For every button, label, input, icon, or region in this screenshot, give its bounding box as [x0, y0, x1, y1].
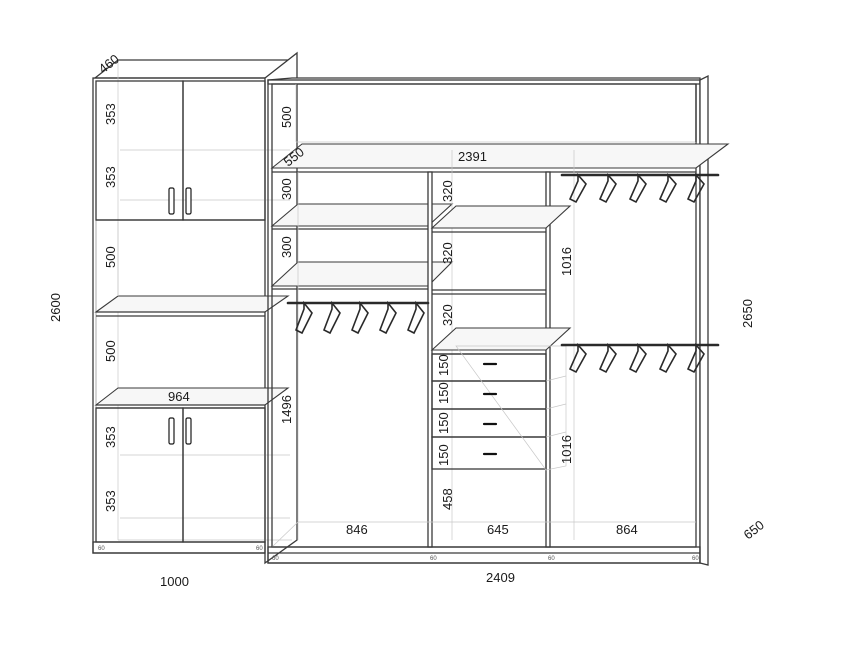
- hanger-icon: [378, 300, 397, 335]
- dim-drawer3: 150: [436, 412, 451, 434]
- drawer[interactable]: [431, 436, 547, 470]
- clothes-rail-left: [286, 300, 430, 335]
- hanger-icon: [628, 342, 647, 374]
- hanger-icon: [568, 342, 587, 374]
- hanger-icon: [658, 172, 677, 204]
- dim-right-sec3-width: 864: [616, 522, 638, 537]
- clothes-rail-right-upper: [560, 172, 720, 204]
- mid-shelf-3: [430, 327, 572, 351]
- dim-mid-width: 645: [487, 522, 509, 537]
- hanger-icon: [686, 342, 705, 374]
- dim-right-top-height: 500: [279, 106, 294, 128]
- dim-drawer2: 150: [436, 382, 451, 404]
- hanger-icon: [568, 172, 587, 204]
- hanger-icon: [406, 300, 425, 335]
- dim-right-total-width: 2409: [486, 570, 515, 585]
- dim-left-h2: 353: [103, 166, 118, 188]
- plinth-mark: 60: [256, 546, 263, 552]
- clothes-rail-right-lower: [560, 342, 720, 374]
- right-shelf-2: [270, 261, 454, 287]
- left-plinth: [92, 541, 266, 554]
- dim-right-total-depth: 650: [741, 517, 767, 542]
- hanger-icon: [598, 172, 617, 204]
- hanger-icon: [628, 172, 647, 204]
- right-shelf-1: [270, 203, 454, 227]
- dim-left-h6: 353: [103, 490, 118, 512]
- dim-left-total-height: 2600: [48, 293, 63, 322]
- drawers: [431, 345, 567, 471]
- door-handle-icon: [185, 417, 192, 445]
- dim-drawer4: 150: [436, 444, 451, 466]
- door-handle-icon: [185, 187, 192, 215]
- dimension-labels: 460 353 353 500 500 964 353 353 2600 100…: [48, 51, 767, 589]
- right-wardrobe-side: [699, 74, 709, 566]
- plinth-mark: 60: [692, 556, 699, 562]
- hanger-icon: [294, 300, 313, 335]
- dim-right-hang-height: 1496: [279, 395, 294, 424]
- plinth-mark: 60: [430, 556, 437, 562]
- dim-left-h4: 500: [103, 340, 118, 362]
- left-lower-shelf: [94, 387, 290, 406]
- dim-left-total-width: 1000: [160, 574, 189, 589]
- mid-shelf-1: [430, 205, 572, 229]
- hanger-icon: [322, 300, 341, 335]
- dim-right-total-height: 2650: [740, 299, 755, 328]
- hanger-icon: [598, 342, 617, 374]
- right-plinth: [267, 546, 701, 564]
- plinth-mark: 60: [98, 546, 105, 552]
- door-handle-icon: [168, 187, 175, 215]
- dim-left-inner-width: 964: [168, 389, 190, 404]
- left-open-shelf: [94, 295, 290, 313]
- dim-mid-shelf3: 320: [440, 304, 455, 326]
- dim-drawer1: 150: [436, 354, 451, 376]
- left-cabinet: [92, 51, 298, 565]
- left-upper-door-right[interactable]: [182, 80, 266, 221]
- dim-right-lower-hang: 1016: [559, 435, 574, 464]
- hanger-icon: [350, 300, 369, 335]
- plinth-mark: 60: [548, 556, 555, 562]
- left-lower-door-right[interactable]: [182, 407, 266, 543]
- dim-mid-bottom: 458: [440, 488, 455, 510]
- door-handle-icon: [168, 417, 175, 445]
- plinth-mark: 60: [272, 556, 279, 562]
- right-main-shelf: [270, 143, 730, 169]
- right-wardrobe: [267, 74, 730, 566]
- dim-mid-shelf1: 320: [440, 180, 455, 202]
- dim-left-h5: 353: [103, 426, 118, 448]
- dim-right-shelf2: 300: [279, 236, 294, 258]
- dim-left-h1: 353: [103, 103, 118, 125]
- hanger-icon: [658, 342, 677, 374]
- dim-right-upper-hang: 1016: [559, 247, 574, 276]
- dim-mid-shelf2: 320: [440, 242, 455, 264]
- dim-right-shelf1: 300: [279, 178, 294, 200]
- dim-left-h3: 500: [103, 246, 118, 268]
- hanger-icon: [686, 172, 705, 204]
- right-wardrobe-top: [267, 77, 701, 85]
- left-cabinet-top: [93, 59, 294, 79]
- dim-right-shelf-width: 2391: [458, 149, 487, 164]
- dim-right-sec1-width: 846: [346, 522, 368, 537]
